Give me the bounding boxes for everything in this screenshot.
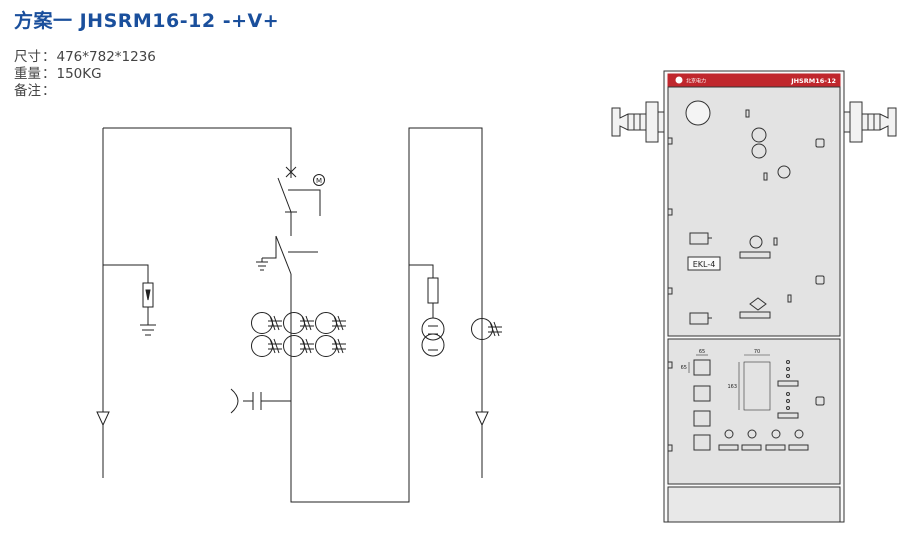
switch-handle-icon (739, 251, 771, 259)
lock-button-icon (815, 138, 825, 148)
single-line-diagram: M (96, 127, 502, 503)
spec-size-value: 476*782*1236 (56, 49, 156, 65)
fuse-icon (409, 264, 439, 318)
zero-sequence-ct-icon (471, 318, 502, 340)
switch-operating-hole-icon (749, 235, 763, 249)
voltage-indicator-icon (230, 388, 291, 414)
dim-top: 70 (754, 349, 760, 355)
right-bushing-icon (843, 101, 897, 143)
left-ground-terminal-icon (96, 411, 110, 427)
spec-remark-label: 备注 (14, 83, 41, 99)
brand-logo-icon (675, 76, 683, 84)
cabinet-brand-text: 北京电力 (686, 78, 706, 85)
cabinet-model-label: JHSRM16-12 (790, 77, 836, 85)
left-bushing-icon (611, 101, 665, 143)
upper-panel (667, 86, 841, 337)
spec-weight-label: 重量 (14, 66, 41, 82)
dim-side: 163 (727, 384, 737, 390)
lock-button-icon (815, 396, 825, 406)
motor-icon: M (313, 174, 325, 186)
voltage-transformer-icon (421, 317, 445, 357)
operation-hole-icon (777, 165, 791, 179)
relay-cutout-group (693, 359, 711, 451)
cabinet-front-view: 北京电力 JHSRM16-12 EKL-4 65 65 70 163 (611, 70, 897, 523)
surge-arrester-icon (103, 264, 156, 336)
relay-label-box (687, 256, 721, 271)
operation-hole-top-icon (751, 127, 767, 143)
spec-size-sep: ： (42, 49, 56, 65)
spec-remark-sep: ： (42, 83, 56, 99)
page-title: 方案一 JHSRM16-12 -+V+ (14, 10, 280, 32)
inspection-window-icon (685, 100, 711, 126)
dim-top-left: 65 (699, 349, 705, 355)
indicator-slot-icon (773, 237, 778, 246)
current-transformer-group-icon (251, 312, 346, 357)
hinge-icon (667, 208, 673, 216)
spec-weight-sep: ： (42, 66, 56, 82)
indicator-slot-icon (745, 109, 750, 118)
relay-label: EKL-4 (693, 260, 716, 269)
cabinet-header-bar (667, 73, 841, 87)
lock-button-icon (815, 275, 825, 285)
spec-size-label: 尺寸 (14, 49, 41, 65)
spec-weight-value: 150KG (56, 66, 102, 82)
spec-size: 尺寸：476*782*1236 (14, 49, 156, 66)
earthing-switch-icon (256, 235, 318, 275)
operation-hole-bottom-icon (751, 143, 767, 159)
indicator-slot-icon (763, 172, 768, 181)
indicator-slot-icon (787, 294, 792, 303)
hinge-icon (667, 137, 673, 145)
hinge-icon (667, 287, 673, 295)
cabinet-base (667, 486, 841, 523)
spec-list: 尺寸：476*782*1236 重量：150KG 备注： (14, 49, 156, 100)
dimension-marks (688, 354, 771, 411)
top-busbar (103, 127, 292, 172)
spec-weight: 重量：150KG (14, 66, 156, 83)
motor-label: M (316, 177, 322, 185)
hinge-icon (667, 444, 673, 452)
load-break-switch-icon (277, 166, 321, 236)
spec-remark: 备注： (14, 83, 156, 100)
right-ground-terminal-icon (475, 411, 489, 427)
earthing-handle-icon (739, 311, 771, 319)
main-feeder-line (290, 127, 483, 503)
earthing-hole-icon (749, 297, 767, 311)
dim-left: 65 (681, 365, 687, 371)
control-knob-group (718, 429, 809, 451)
indicator-lamp-group (777, 360, 799, 419)
hinge-icon (667, 361, 673, 369)
